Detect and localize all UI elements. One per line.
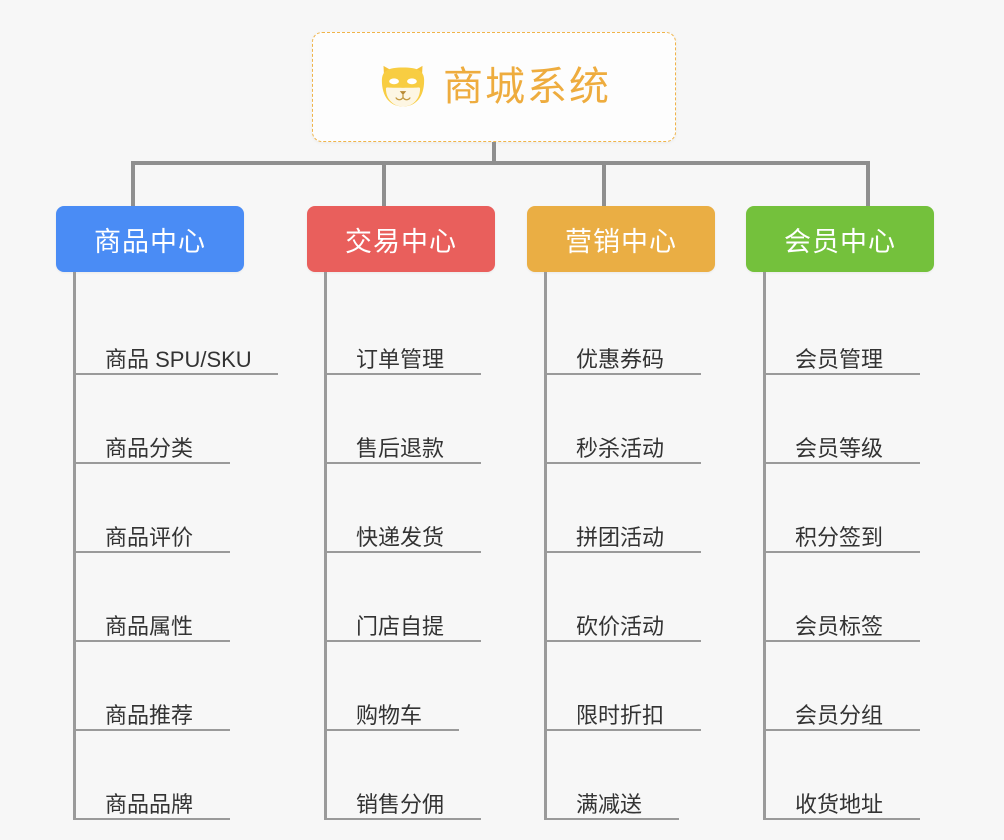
leaf-item[interactable]: 拼团活动 xyxy=(544,523,701,553)
connector-horizontal-bar xyxy=(131,161,870,165)
category-header-label: 商品中心 xyxy=(94,226,206,257)
leaf-item-label: 商品评价 xyxy=(105,525,194,550)
leaf-item-label: 会员标签 xyxy=(795,614,884,639)
leaf-item-label: 商品分类 xyxy=(105,436,194,461)
category-header-label: 营销中心 xyxy=(565,226,677,257)
leaf-item[interactable]: 会员等级 xyxy=(763,434,920,464)
leaf-item[interactable]: 门店自提 xyxy=(324,612,481,642)
leaf-item[interactable]: 优惠券码 xyxy=(544,345,701,375)
leaf-item-label: 会员分组 xyxy=(795,703,884,728)
leaf-item-label: 满减送 xyxy=(576,792,643,817)
leaf-item-label: 快递发货 xyxy=(356,525,445,550)
leaf-item[interactable]: 销售分佣 xyxy=(324,790,481,820)
leaf-item-label: 门店自提 xyxy=(356,614,445,639)
leaf-item[interactable]: 购物车 xyxy=(324,701,459,731)
leaf-item[interactable]: 积分签到 xyxy=(763,523,920,553)
category-header-product-center[interactable]: 商品中心 xyxy=(56,206,244,272)
leaf-item-label: 秒杀活动 xyxy=(576,436,665,461)
leaf-item[interactable]: 商品分类 xyxy=(73,434,230,464)
leaf-item-label: 商品推荐 xyxy=(105,703,194,728)
category-header-member-center[interactable]: 会员中心 xyxy=(746,206,934,272)
category-header-marketing-center[interactable]: 营销中心 xyxy=(527,206,715,272)
leaf-item-label: 拼团活动 xyxy=(576,525,665,550)
leaf-item-label: 售后退款 xyxy=(356,436,445,461)
leaf-item[interactable]: 订单管理 xyxy=(324,345,481,375)
leaf-item[interactable]: 砍价活动 xyxy=(544,612,701,642)
root-node-mall-system[interactable]: 商城系统 xyxy=(312,32,676,142)
leaf-item-label: 积分签到 xyxy=(795,525,884,550)
leaf-item-label: 会员等级 xyxy=(795,436,884,461)
leaf-item-label: 商品品牌 xyxy=(105,792,194,817)
leaf-item[interactable]: 会员标签 xyxy=(763,612,920,642)
leaf-item-label: 收货地址 xyxy=(795,792,884,817)
leaf-item-label: 限时折扣 xyxy=(576,703,665,728)
leaf-item[interactable]: 商品品牌 xyxy=(73,790,230,820)
category-header-trade-center[interactable]: 交易中心 xyxy=(307,206,495,272)
connector-spine-member-center xyxy=(763,272,766,820)
leaf-item[interactable]: 快递发货 xyxy=(324,523,481,553)
connector-drop-trade-center xyxy=(382,161,386,207)
leaf-item[interactable]: 商品属性 xyxy=(73,612,230,642)
leaf-item[interactable]: 售后退款 xyxy=(324,434,481,464)
leaf-item-label: 销售分佣 xyxy=(356,792,445,817)
connector-drop-member-center xyxy=(866,161,870,207)
leaf-item[interactable]: 会员管理 xyxy=(763,345,920,375)
leaf-item[interactable]: 限时折扣 xyxy=(544,701,701,731)
leaf-item[interactable]: 满减送 xyxy=(544,790,679,820)
category-header-label: 交易中心 xyxy=(345,226,457,257)
leaf-item-label: 订单管理 xyxy=(356,347,445,372)
connector-spine-product-center xyxy=(73,272,76,820)
connector-spine-trade-center xyxy=(324,272,327,820)
leaf-item[interactable]: 商品评价 xyxy=(73,523,230,553)
leaf-item-label: 会员管理 xyxy=(795,347,884,372)
leaf-item-label: 商品属性 xyxy=(105,614,194,639)
leaf-item-label: 购物车 xyxy=(356,703,423,728)
leaf-item[interactable]: 秒杀活动 xyxy=(544,434,701,464)
connector-root-trunk xyxy=(492,142,496,163)
connector-drop-product-center xyxy=(131,161,135,207)
leaf-item-label: 优惠券码 xyxy=(576,347,665,372)
root-title: 商城系统 xyxy=(443,65,611,109)
leaf-item-label: 商品 SPU/SKU xyxy=(105,347,252,372)
connector-spine-marketing-center xyxy=(544,272,547,820)
leaf-item[interactable]: 商品推荐 xyxy=(73,701,230,731)
connector-drop-marketing-center xyxy=(602,161,606,207)
leaf-item[interactable]: 收货地址 xyxy=(763,790,920,820)
leaf-item[interactable]: 商品 SPU/SKU xyxy=(73,345,278,375)
leaf-item-label: 砍价活动 xyxy=(576,614,665,639)
category-header-label: 会员中心 xyxy=(784,226,896,257)
shiba-dog-face-icon xyxy=(381,65,425,107)
leaf-item[interactable]: 会员分组 xyxy=(763,701,920,731)
